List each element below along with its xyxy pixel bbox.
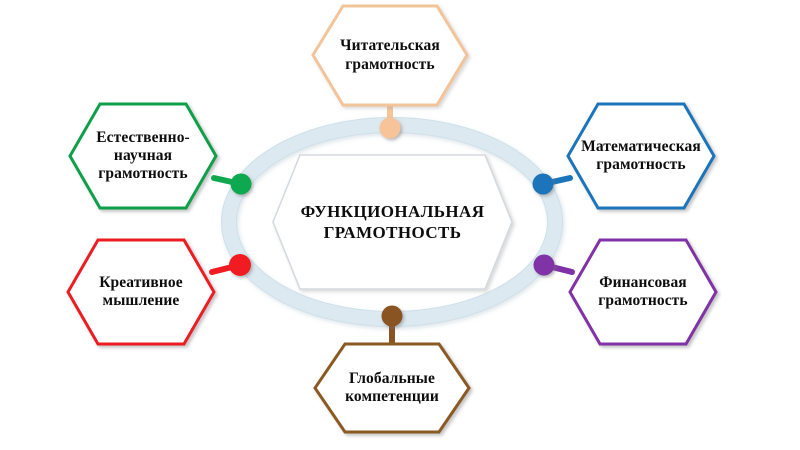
hex-global-competence [313,342,471,434]
dot-math-literacy [532,173,554,195]
dot-financial-literacy [533,254,555,276]
hex-science-literacy [68,102,218,210]
dot-science-literacy [230,173,252,195]
hex-creative-thinking [66,238,216,346]
center-hexagon [272,154,513,290]
node-shapes [66,4,718,434]
connector-dots [229,117,555,327]
hex-financial-literacy [568,238,718,346]
dot-reading-literacy [379,117,401,139]
dot-global-competence [381,305,403,327]
dot-creative-thinking [229,254,251,276]
hex-math-literacy [566,102,716,210]
hex-reading-literacy [311,4,469,107]
